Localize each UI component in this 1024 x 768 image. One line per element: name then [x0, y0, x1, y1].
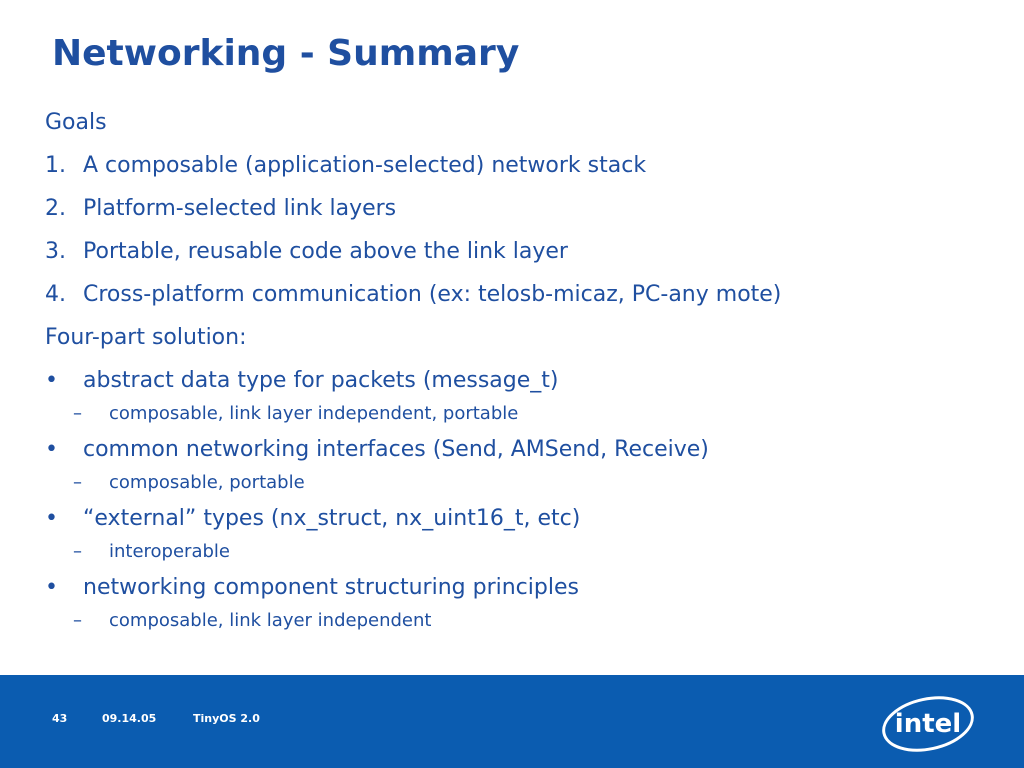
sub-bullet-text: composable, link layer independent, port…	[109, 403, 519, 424]
solution-heading: Four-part solution:	[45, 325, 247, 350]
slide-content: Goals 1. A composable (application-selec…	[45, 108, 1005, 634]
dash-icon: –	[73, 541, 82, 562]
bullet-dot-icon: •	[45, 575, 58, 600]
solution-bullet: • abstract data type for packets (messag…	[45, 366, 1005, 396]
goal-number: 1.	[45, 153, 66, 178]
solution-sub-bullet: – interoperable	[45, 539, 1005, 565]
goal-item: 4. Cross-platform communication (ex: tel…	[45, 280, 1005, 310]
goal-text: Portable, reusable code above the link l…	[83, 239, 568, 264]
footer-label: TinyOS 2.0	[193, 712, 260, 725]
goal-text: Platform-selected link layers	[83, 196, 397, 221]
sub-bullet-text: interoperable	[109, 541, 230, 562]
goal-item: 2. Platform-selected link layers	[45, 194, 1005, 224]
bullet-dot-icon: •	[45, 368, 58, 393]
goals-heading: Goals	[45, 110, 107, 135]
dash-icon: –	[73, 610, 82, 631]
dash-icon: –	[73, 472, 82, 493]
goal-number: 4.	[45, 282, 66, 307]
bullet-dot-icon: •	[45, 506, 58, 531]
logo-wordmark: intel	[895, 709, 961, 739]
goal-item: 1. A composable (application-selected) n…	[45, 151, 1005, 181]
goal-item: 3. Portable, reusable code above the lin…	[45, 237, 1005, 267]
goal-text: Cross-platform communication (ex: telosb…	[83, 282, 782, 307]
bullet-text: abstract data type for packets (message_…	[83, 368, 559, 393]
solution-sub-bullet: – composable, portable	[45, 470, 1005, 496]
footer-bar: 43 09.14.05 TinyOS 2.0 intel	[0, 675, 1024, 768]
solution-bullet: • networking component structuring princ…	[45, 573, 1005, 603]
footer-date: 09.14.05	[102, 712, 157, 725]
goal-text: A composable (application-selected) netw…	[83, 153, 647, 178]
bullet-text: networking component structuring princip…	[83, 575, 579, 600]
intel-logo-icon: intel	[882, 696, 974, 752]
bullet-text: common networking interfaces (Send, AMSe…	[83, 437, 709, 462]
slide-title: Networking - Summary	[52, 33, 520, 74]
sub-bullet-text: composable, portable	[109, 472, 305, 493]
goal-number: 3.	[45, 239, 66, 264]
dash-icon: –	[73, 403, 82, 424]
solution-sub-bullet: – composable, link layer independent	[45, 608, 1005, 634]
solution-bullet: • common networking interfaces (Send, AM…	[45, 435, 1005, 465]
bullet-text: “external” types (nx_struct, nx_uint16_t…	[83, 506, 581, 531]
solution-sub-bullet: – composable, link layer independent, po…	[45, 401, 1005, 427]
solution-bullet: • “external” types (nx_struct, nx_uint16…	[45, 504, 1005, 534]
page-number: 43	[52, 712, 68, 725]
sub-bullet-text: composable, link layer independent	[109, 610, 432, 631]
bullet-dot-icon: •	[45, 437, 58, 462]
goal-number: 2.	[45, 196, 66, 221]
